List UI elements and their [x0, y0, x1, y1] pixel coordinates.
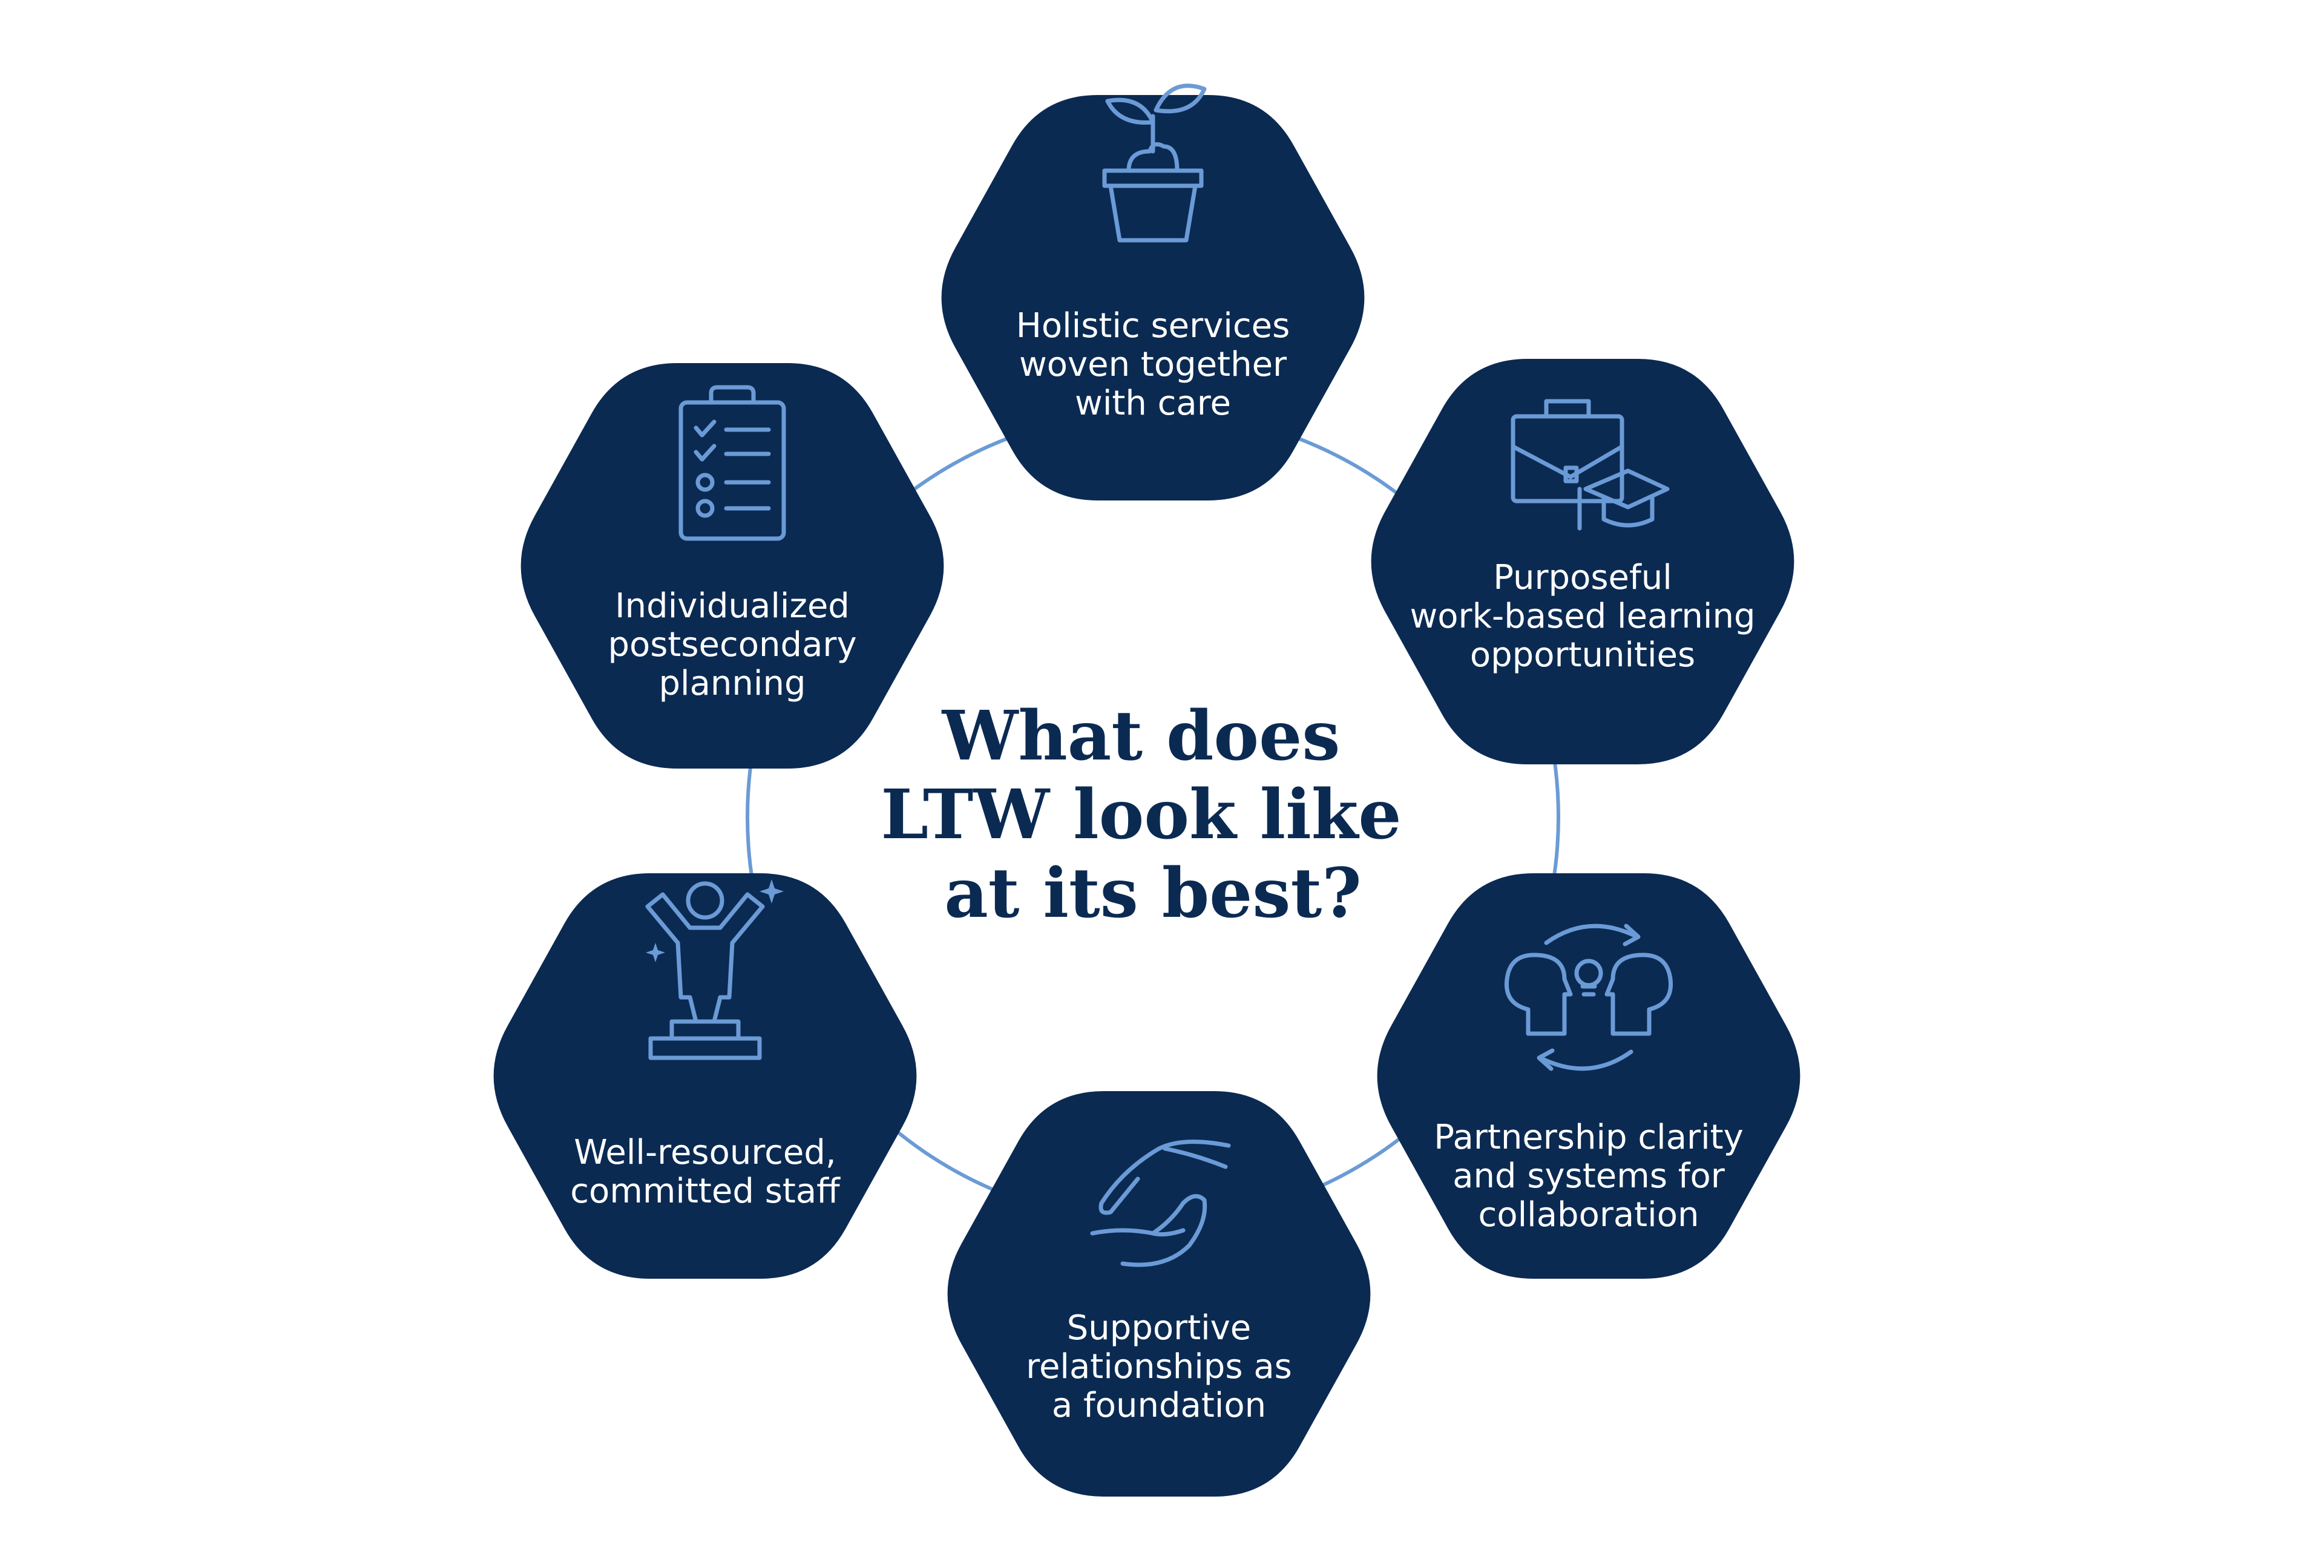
hexagon-label-staff: Well-resourced,committed staff [570, 1133, 841, 1211]
hexagon-label-line: Supportive [1067, 1308, 1252, 1348]
hexagon-label-line: Purposeful [1493, 558, 1672, 597]
hexagon-shape-partnership [1377, 873, 1800, 1279]
hexagon-label-line: with care [1075, 384, 1231, 423]
collaboration-heads-lightbulb-icon [1504, 923, 1673, 1071]
hexagon-label-line: and systems for [1452, 1156, 1725, 1196]
hexagon-label-line: planning [658, 664, 806, 703]
hexagon-label-line: Individualized [615, 586, 850, 626]
hexagon-label-line: Partnership clarity [1434, 1118, 1743, 1157]
hexagon-label-line: collaboration [1479, 1195, 1699, 1235]
hexagon-label-line: opportunities [1470, 635, 1695, 675]
center-title-line-2: LTW look like [881, 775, 1401, 855]
briefcase-graduation-cap-icon [1511, 399, 1670, 531]
hexagon-shape-supportive [947, 1091, 1371, 1497]
hexagon-staff: Well-resourced,committed staff [493, 873, 917, 1279]
hexagon-label-line: committed staff [570, 1172, 841, 1211]
hexagon-shape-staff [493, 873, 917, 1279]
hexagon-label-line: Holistic services [1016, 306, 1290, 346]
hexagon-shape-planning [520, 363, 944, 769]
hexagon-label-line: woven together [1019, 345, 1287, 384]
hexagon-label-line: postsecondary [608, 625, 856, 664]
center-title-line-3: at its best? [944, 854, 1362, 933]
supporting-hands-icon [1090, 1140, 1231, 1267]
hexagon-label-line: Well-resourced, [574, 1133, 836, 1172]
hexagon-shape-work-based [1371, 359, 1794, 764]
clipboard-checklist-icon [678, 385, 786, 541]
hexagon-label-line: work-based learning [1410, 597, 1755, 636]
center-title-line-1: What does [942, 697, 1341, 776]
celebrating-person-podium-icon [645, 879, 784, 1060]
center-title: What does LTW look like at its best? [881, 697, 1425, 933]
hexagon-label-line: relationships as [1026, 1347, 1292, 1386]
plant-pot-icon [1102, 84, 1207, 243]
hexagon-shape-holistic [941, 95, 1365, 500]
hexagon-label-line: a foundation [1052, 1386, 1266, 1425]
